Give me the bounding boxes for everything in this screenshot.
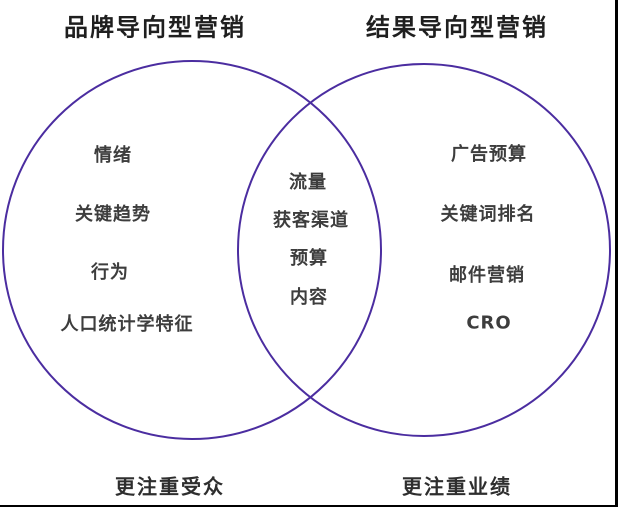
page-edge-right (615, 0, 618, 507)
left-circle (2, 60, 382, 440)
left-item-demographics: 人口统计学特征 (60, 314, 194, 335)
right-footer: 更注重业绩 (402, 474, 512, 499)
overlap-item-budget: 预算 (290, 248, 328, 269)
right-title: 结果导向型营销 (366, 13, 548, 42)
overlap-item-traffic: 流量 (289, 172, 327, 193)
overlap-item-acquisition-channels: 获客渠道 (273, 210, 349, 231)
left-item-behavior: 行为 (91, 262, 129, 283)
left-item-emotions: 情绪 (94, 145, 132, 166)
left-item-key-trends: 关键趋势 (75, 204, 151, 225)
right-item-email-marketing: 邮件营销 (449, 265, 525, 286)
left-footer: 更注重受众 (115, 474, 225, 499)
right-item-cro: CRO (466, 312, 512, 334)
right-item-ad-budget: 广告预算 (451, 144, 527, 165)
right-circle (237, 63, 611, 437)
overlap-item-content: 内容 (290, 287, 328, 308)
page-edge-bottom (0, 505, 618, 507)
right-item-keyword-ranking: 关键词排名 (440, 204, 536, 225)
left-title: 品牌导向型营销 (64, 13, 246, 42)
